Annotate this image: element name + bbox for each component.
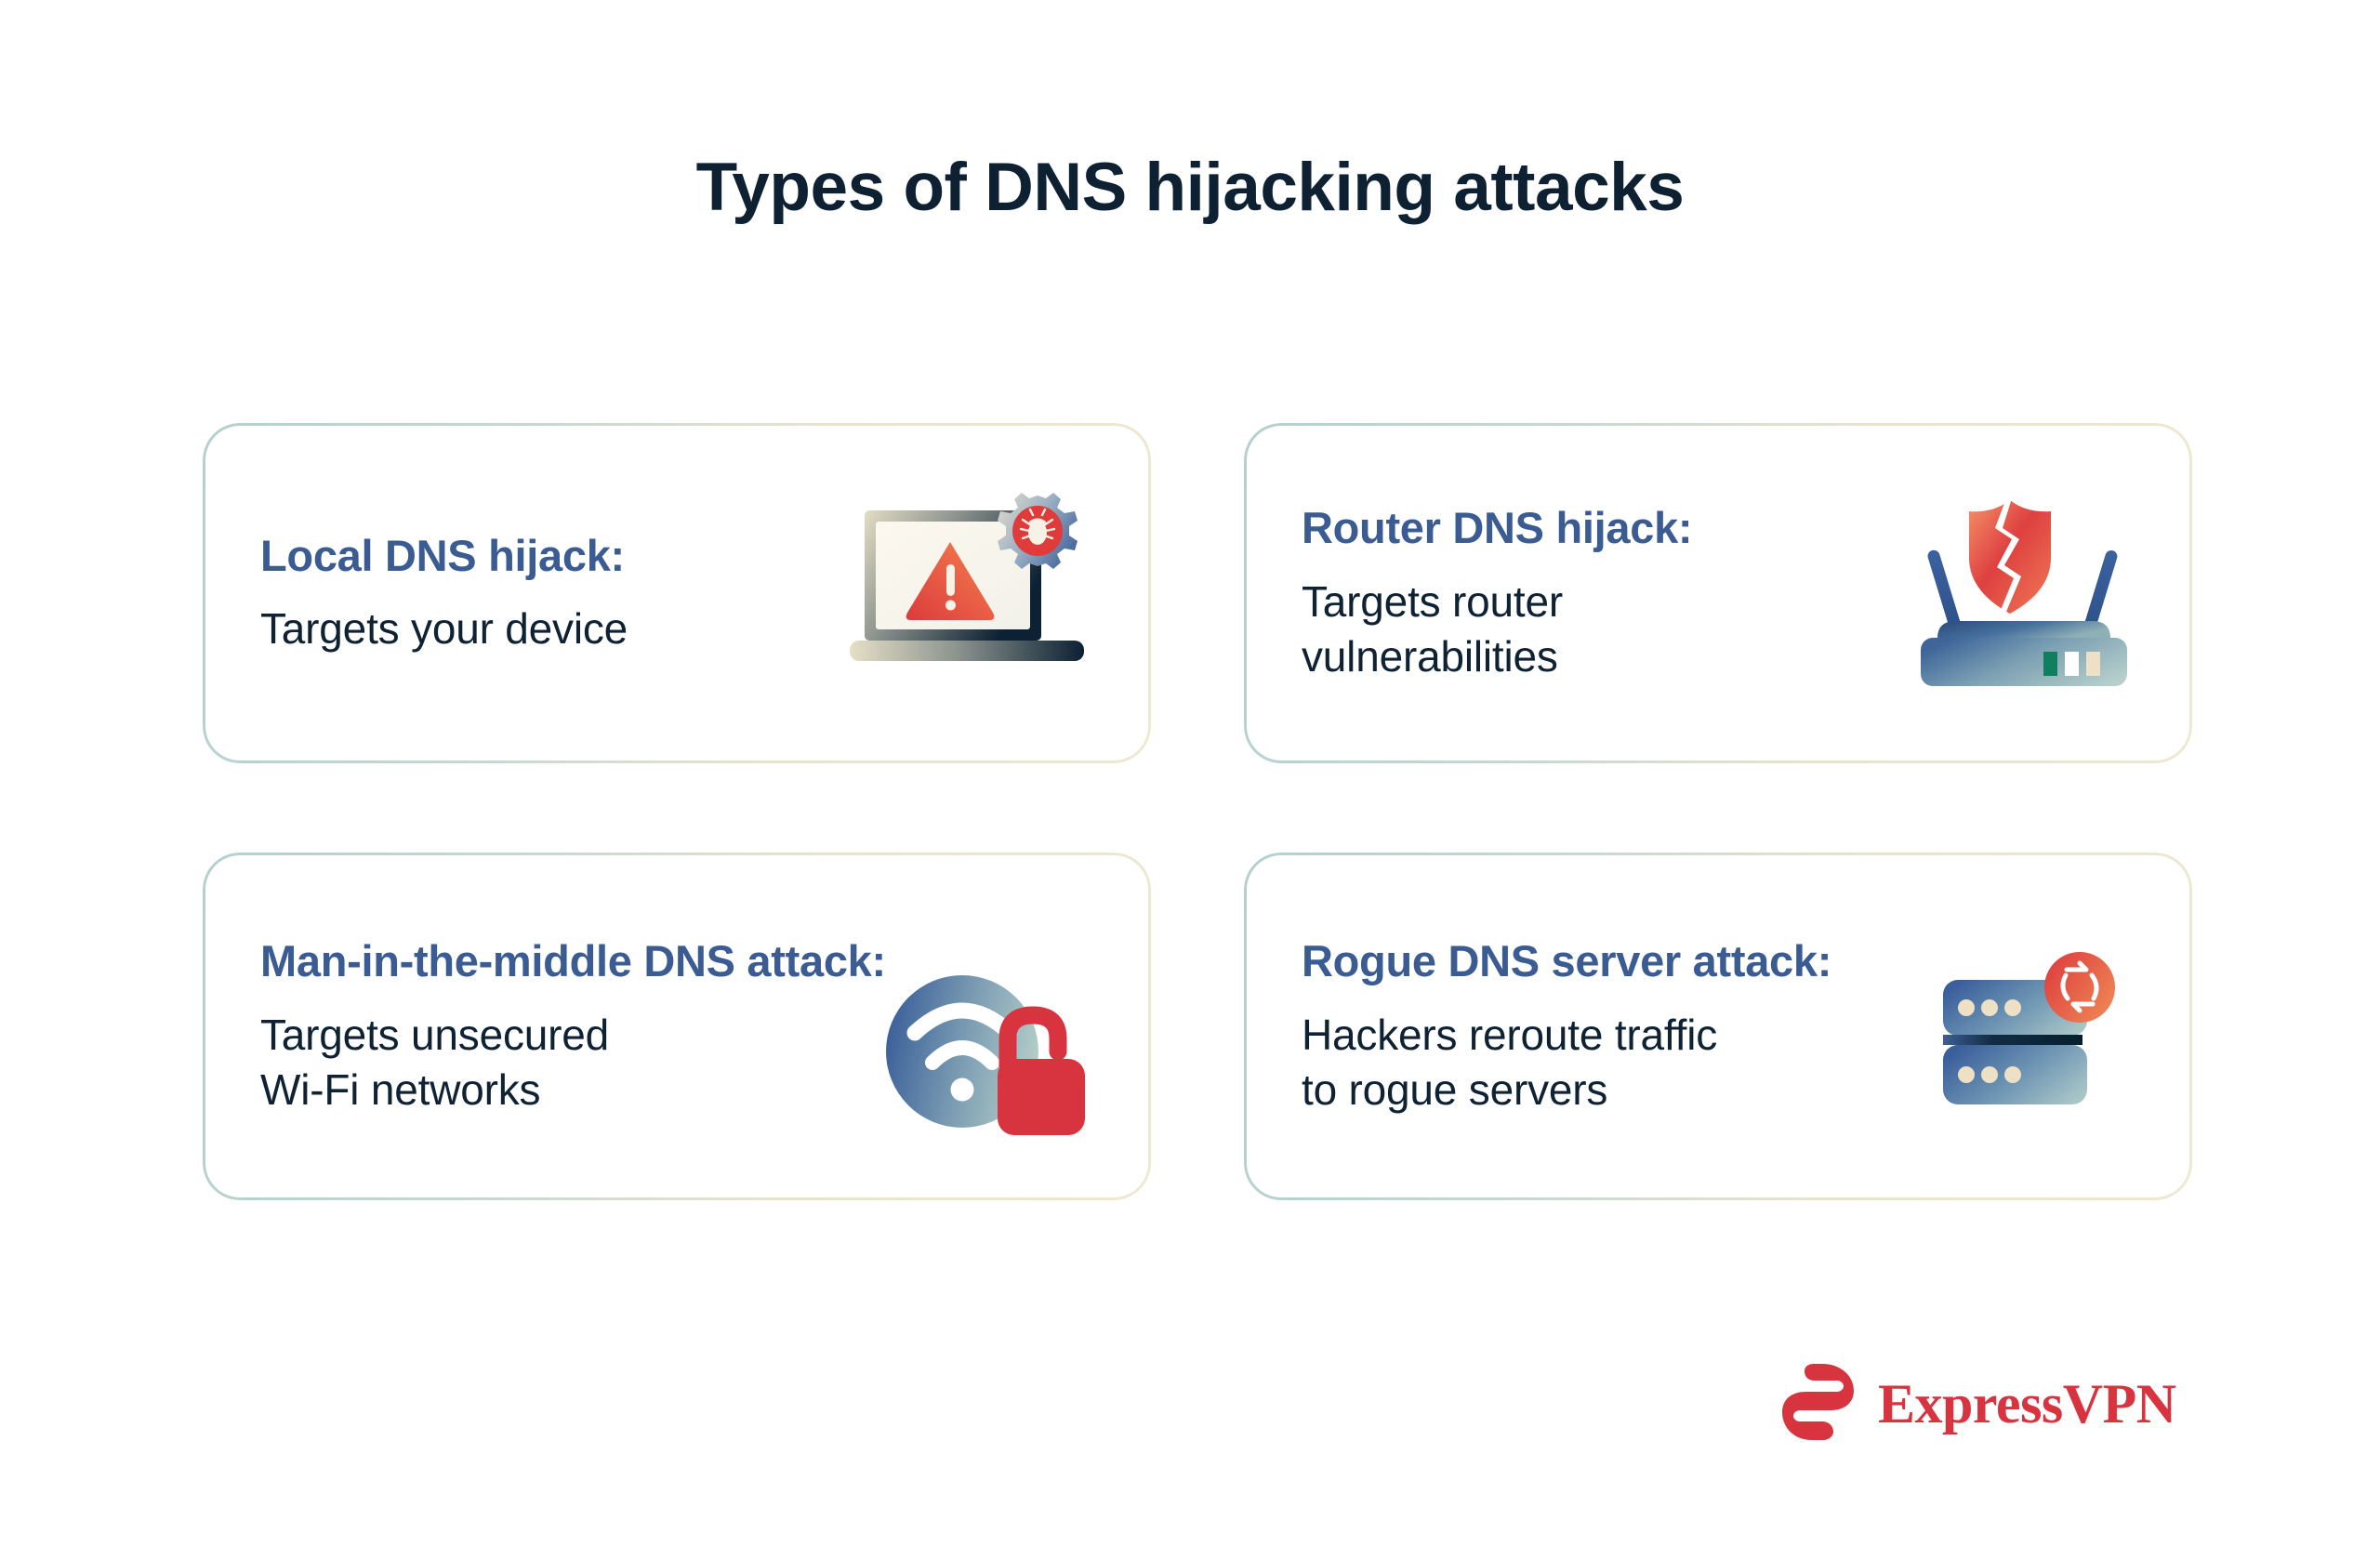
page-title: Types of DNS hijacking attacks <box>695 150 1685 225</box>
card-body: Targets your device <box>260 604 628 654</box>
card-text: Rogue DNS server attack: Hackers reroute… <box>1302 935 1831 1117</box>
server-stack-redirect-icon <box>1938 952 2138 1138</box>
card-body: Targets unsecured Wi-Fi networks <box>260 1010 610 1114</box>
card-inner: Router DNS hijack: Targets router vulner… <box>1244 423 2192 763</box>
card-body: Targets router vulnerabilities <box>1302 576 1563 681</box>
card-man-in-the-middle-dns-attack[interactable]: Man-in-the-middle DNS attack: Targets un… <box>203 853 1151 1200</box>
expressvpn-e-logo-icon <box>1781 1361 1859 1446</box>
card-router-dns-hijack[interactable]: Router DNS hijack: Targets router vulner… <box>1244 423 2192 763</box>
card-inner: Man-in-the-middle DNS attack: Targets un… <box>203 853 1151 1200</box>
expressvpn-logo: ExpressVPN <box>1781 1361 2176 1446</box>
card-body: Hackers reroute traffic to rogue servers <box>1302 1010 1718 1114</box>
wifi-open-padlock-icon <box>883 966 1097 1147</box>
card-inner: Local DNS hijack: Targets your device <box>203 423 1151 763</box>
card-local-dns-hijack[interactable]: Local DNS hijack: Targets your device <box>203 423 1151 763</box>
card-inner: Rogue DNS server attack: Hackers reroute… <box>1244 853 2192 1200</box>
card-heading: Local DNS hijack: <box>260 530 625 580</box>
card-text: Man-in-the-middle DNS attack: Targets un… <box>260 935 886 1117</box>
card-text: Local DNS hijack: Targets your device <box>260 530 628 656</box>
card-heading: Rogue DNS server attack: <box>1302 936 1832 986</box>
card-text: Router DNS hijack: Targets router vulner… <box>1302 502 1693 683</box>
card-heading: Man-in-the-middle DNS attack: <box>260 936 886 986</box>
attack-types-grid: Local DNS hijack: Targets your device <box>203 423 2192 1200</box>
brand-name: ExpressVPN <box>1878 1372 2176 1434</box>
laptop-warning-bug-icon <box>842 479 1103 683</box>
card-heading: Router DNS hijack: <box>1302 503 1693 553</box>
router-broken-shield-icon <box>1908 489 2140 694</box>
card-rogue-dns-server-attack[interactable]: Rogue DNS server attack: Hackers reroute… <box>1244 853 2192 1200</box>
